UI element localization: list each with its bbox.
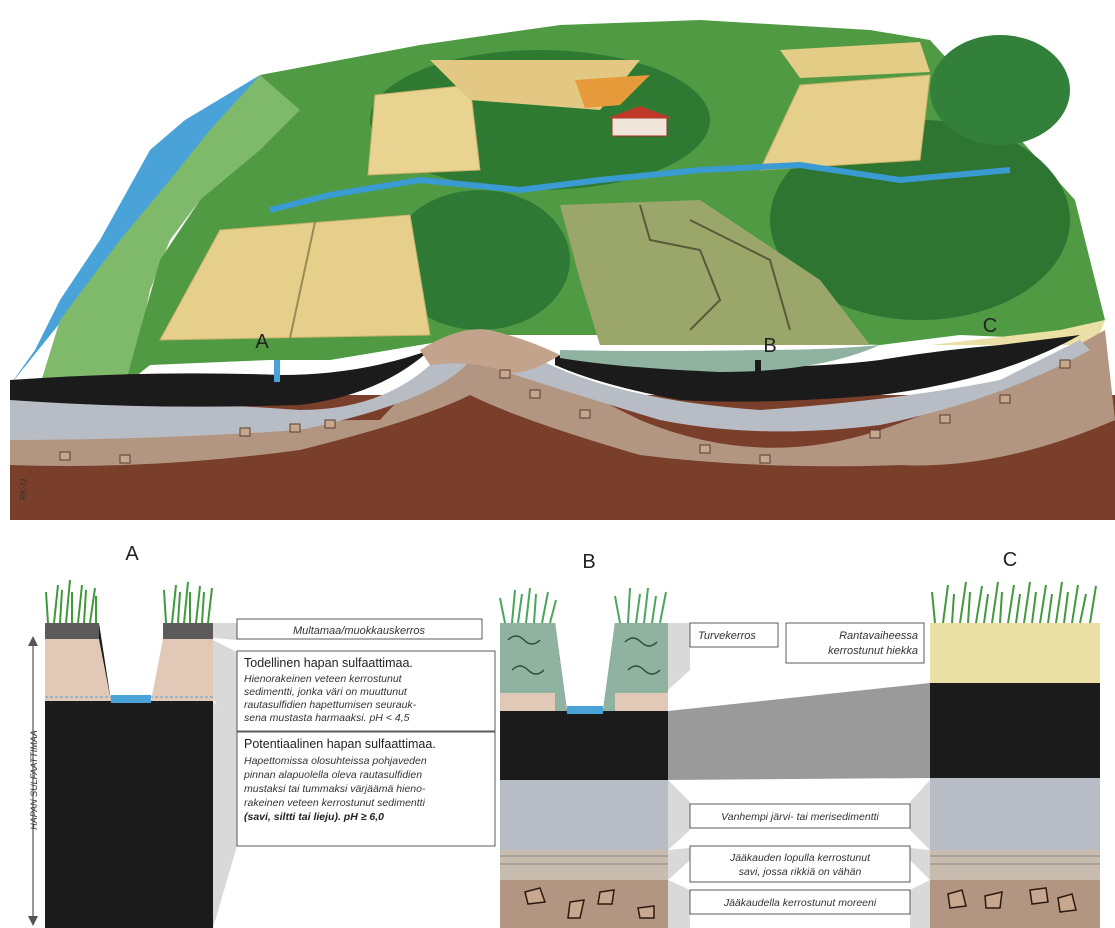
connector <box>213 623 237 640</box>
farmhouse <box>611 117 668 137</box>
grass <box>45 579 213 624</box>
note-glacial-clay-line: savi, jossa rikkiä on vähän <box>739 866 862 878</box>
note-actual-line: rautasulfidien hapettumisen seurauk- <box>244 699 417 711</box>
note-sand-line: kerrostunut hiekka <box>828 645 918 657</box>
hapan-sulfaattimaa-label: HAPAN SULFAATTIMAA <box>29 730 39 830</box>
note-moraine: Jääkaudella kerrostunut moreeni <box>723 897 877 909</box>
note-actual-line: sena mustasta harmaaksi. pH < 4,5 <box>244 712 410 724</box>
note-older-sediment: Vanhempi järvi- tai merisedimentti <box>721 811 879 823</box>
bog-ditch <box>639 204 722 331</box>
ridge <box>420 329 560 373</box>
connector <box>668 683 930 780</box>
field <box>367 84 481 176</box>
moraine-layer-front <box>10 330 1115 467</box>
connector <box>668 623 690 690</box>
ditch-b <box>755 360 761 395</box>
artist-signature: RK-11 <box>19 478 28 500</box>
grass <box>931 581 1097 624</box>
column-b <box>499 587 668 928</box>
ditch-a <box>274 360 280 382</box>
note-older-sediment-box <box>689 803 911 829</box>
column-c <box>930 581 1100 928</box>
field <box>159 214 431 341</box>
note-topsoil: Multamaa/muokkauskerros <box>293 625 426 637</box>
note-peat: Turvekerros <box>698 630 756 642</box>
pit-wall-left <box>99 639 111 701</box>
moraine-stones <box>524 887 655 919</box>
field <box>780 42 930 78</box>
bog <box>560 200 870 345</box>
column-a <box>45 579 213 928</box>
peat-layer-front <box>560 345 880 372</box>
arrowhead-up <box>28 636 38 646</box>
note-potential-box <box>236 731 496 847</box>
forest-patch <box>390 190 570 330</box>
ditch-water <box>111 695 151 703</box>
field <box>759 74 931 171</box>
field-ditch <box>289 221 316 339</box>
note-actual-box <box>236 650 496 732</box>
landscape-label-b: B <box>763 335 776 357</box>
note-topsoil-box <box>236 618 483 640</box>
note-potential-line: mustaksi tai tummaksi värjäämä hieno- <box>244 783 426 795</box>
note-potential-title: Potentiaalinen hapan sulfaattimaa. <box>244 737 436 751</box>
bog-ditch <box>689 219 791 331</box>
connector <box>910 780 930 850</box>
pit-wall-right <box>151 639 163 701</box>
forest-patch <box>930 35 1070 145</box>
note-potential-line: Hapettomissa olosuhteissa pohjaveden <box>244 755 427 767</box>
grass <box>499 587 667 624</box>
arrowhead-down <box>28 916 38 926</box>
connector <box>668 780 690 850</box>
connector <box>213 702 237 928</box>
note-sand-line: Rantavaiheessa <box>839 630 918 642</box>
farmhouse-roof <box>608 106 672 118</box>
connector <box>668 880 690 928</box>
river <box>269 161 1011 213</box>
field <box>575 75 650 108</box>
note-sand-box <box>785 622 925 664</box>
landscape-label-c: C <box>983 315 997 337</box>
note-moraine-box <box>689 889 911 915</box>
black-layer-front <box>10 350 430 407</box>
connector <box>910 848 930 880</box>
connector <box>668 848 690 880</box>
note-glacial-clay-box <box>689 845 911 883</box>
note-peat-box <box>689 622 779 648</box>
note-glacial-clay-line: Jääkauden lopulla kerrostunut <box>729 852 871 864</box>
column-label-a: A <box>125 543 139 565</box>
landscape-label-a: A <box>255 331 269 353</box>
note-actual-title: Todellinen hapan sulfaattimaa. <box>244 656 413 670</box>
moraine-stones <box>947 887 1077 913</box>
grey-layer-front <box>10 340 1090 440</box>
connector <box>910 880 930 928</box>
note-actual-line: sedimentti, jonka väri on muuttunut <box>244 686 408 698</box>
note-actual-line: Hienorakeinen veteen kerrostunut <box>244 673 403 685</box>
note-potential-line: rakeinen veteen kerrostunut sedimentti <box>244 797 426 809</box>
black-layer-front <box>555 335 1080 402</box>
soil-sections: A B C HAPAN SULFAATTIMAA <box>28 543 1100 928</box>
note-potential-line: pinnan alapuolella oleva rautasulfidien <box>243 769 422 781</box>
shore <box>40 75 320 385</box>
moraine-stones <box>59 359 1071 464</box>
column-label-b: B <box>582 551 595 573</box>
landscape-block-diagram: A B C RK-11 <box>10 20 1115 520</box>
note-potential-last: (savi, siltti tai lieju). pH ≥ 6,0 <box>244 811 384 823</box>
column-label-c: C <box>1003 549 1017 571</box>
